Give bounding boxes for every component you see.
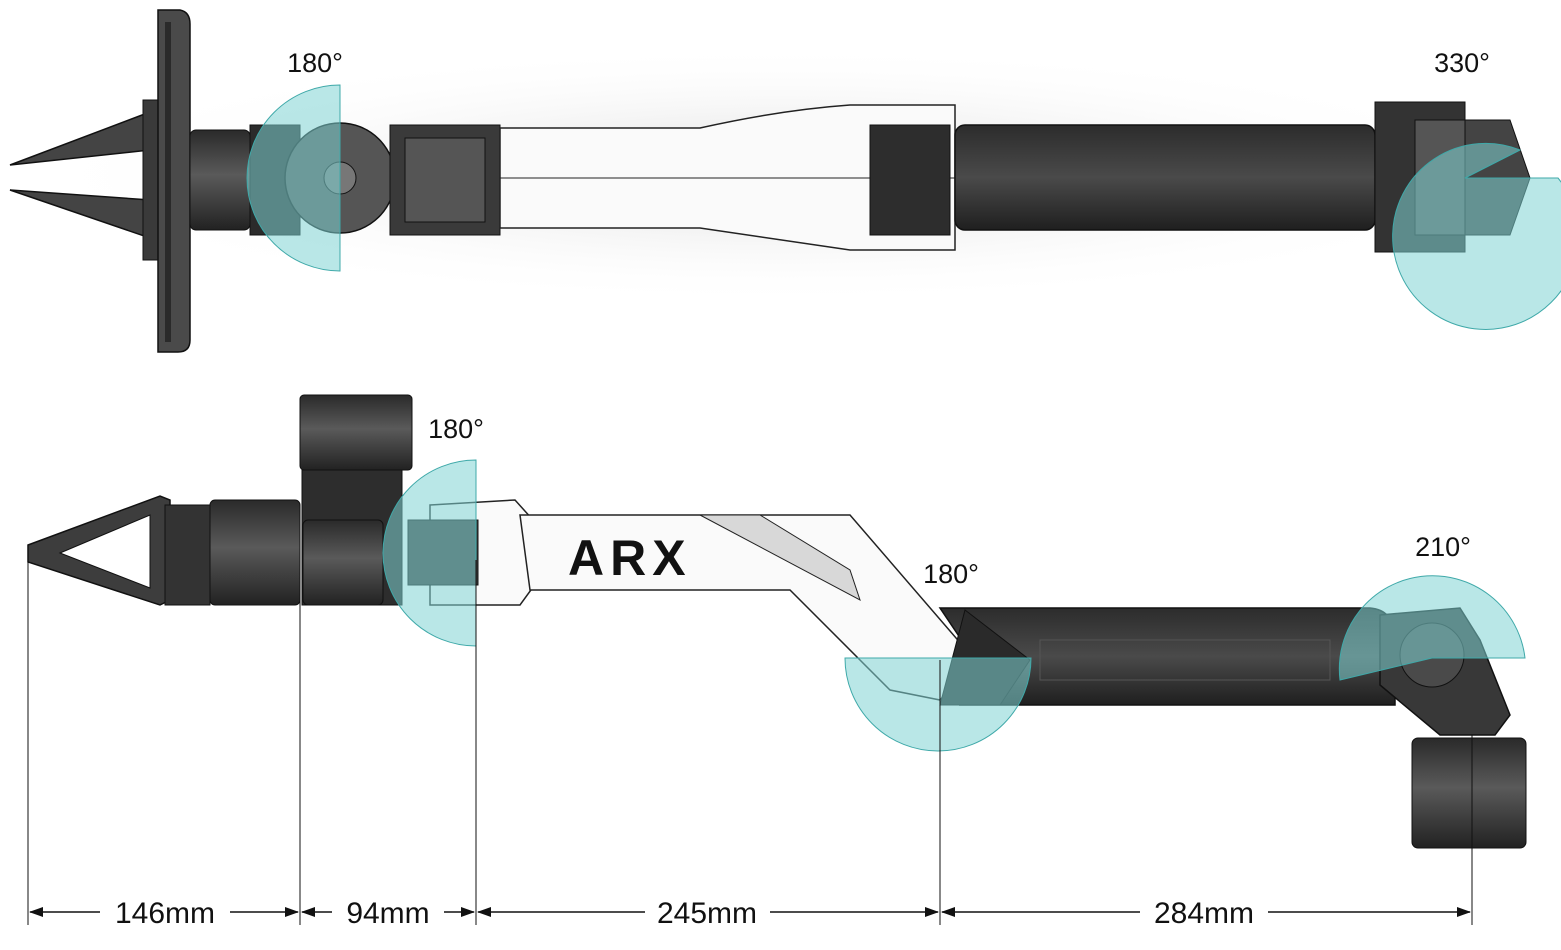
side-upper-motor — [299, 394, 413, 471]
side-upper-arm-panel — [1039, 639, 1331, 681]
side-wrist-lower-motor — [302, 519, 384, 606]
gripper-rail — [165, 22, 171, 342]
dimension-extension-lines — [27, 560, 1473, 925]
side-joint-range-shoulder — [1338, 575, 1526, 681]
top-angle-label-shoulder: 330° — [1434, 48, 1490, 78]
top-joint-range-wrist — [246, 84, 341, 272]
top-wrist-motor — [189, 129, 251, 231]
top-upper-arm — [954, 124, 1376, 231]
side-joint-range-elbow — [844, 657, 1032, 752]
arx-logo: ARX — [568, 530, 692, 586]
side-wrist-motor — [209, 499, 301, 606]
side-gripper — [27, 495, 211, 606]
top-angle-label-wrist: 180° — [287, 48, 343, 78]
dimension-label-1: 146mm — [115, 897, 215, 930]
top-elbow-block — [869, 124, 951, 236]
dimension-label-2: 94mm — [346, 897, 429, 930]
dimension-label-4: 284mm — [1154, 897, 1254, 930]
side-angle-label-shoulder: 210° — [1415, 532, 1471, 562]
side-view: ARX 180° 180° 210° — [27, 394, 1527, 930]
top-joint-range-shoulder — [1392, 142, 1561, 330]
side-forearm-shade — [699, 514, 861, 602]
side-gripper-gap — [58, 514, 151, 589]
top-forearm-inner — [404, 137, 486, 223]
top-gripper — [9, 9, 191, 353]
side-angle-label-elbow: 180° — [923, 559, 979, 589]
side-angle-label-wrist: 180° — [428, 414, 484, 444]
side-gripper-mount — [164, 504, 211, 606]
side-base — [1411, 737, 1527, 849]
top-view: 180° 330° — [9, 9, 1561, 353]
dimension-label-3: 245mm — [657, 897, 757, 930]
gripper-plate — [157, 9, 191, 353]
side-joint-range-wrist — [382, 459, 477, 647]
